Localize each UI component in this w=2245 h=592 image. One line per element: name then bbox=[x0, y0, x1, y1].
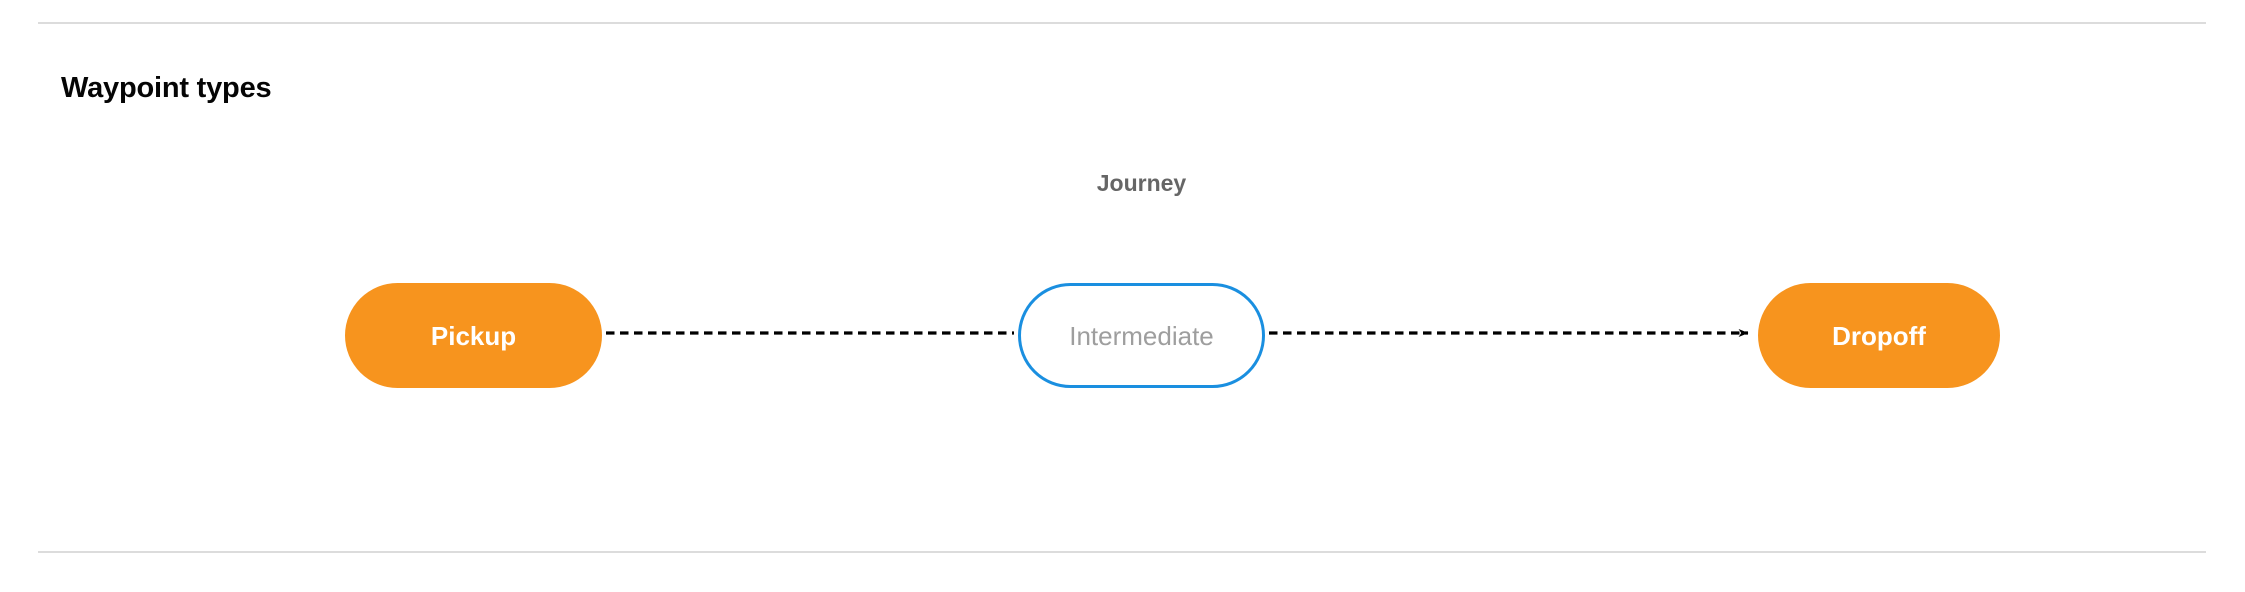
page-title: Waypoint types bbox=[61, 72, 272, 104]
section-divider-bottom bbox=[38, 551, 2206, 553]
node-dropoff-label: Dropoff bbox=[1832, 320, 1926, 351]
diagram-graph-label: Journey bbox=[1096, 170, 1187, 196]
section-divider-top bbox=[38, 22, 2206, 24]
node-intermediate-label: Intermediate bbox=[1069, 320, 1214, 351]
node-pickup-label: Pickup bbox=[430, 320, 517, 351]
node-intermediate[interactable]: Intermediate bbox=[1018, 283, 1265, 388]
node-pickup[interactable]: Pickup bbox=[345, 283, 602, 388]
node-dropoff[interactable]: Dropoff bbox=[1758, 283, 2000, 388]
